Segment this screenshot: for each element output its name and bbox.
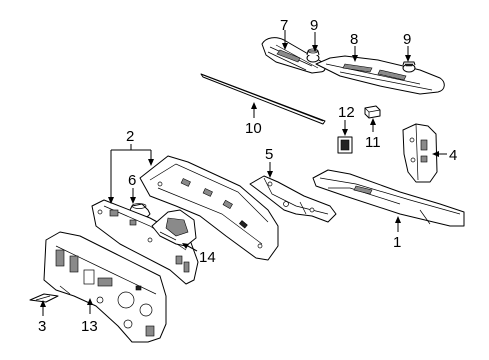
callout-6: 6 xyxy=(128,172,136,189)
plug-left xyxy=(306,48,320,63)
callout-5: 5 xyxy=(265,146,273,163)
plenum-panel xyxy=(139,155,279,261)
cowl-vent-grille-left xyxy=(261,37,326,74)
callout-2: 2 xyxy=(126,128,134,145)
callout-8: 8 xyxy=(350,31,358,48)
callout-13: 13 xyxy=(81,318,98,335)
clip-11 xyxy=(364,105,381,119)
callout-7: 7 xyxy=(280,17,288,34)
callout-10: 10 xyxy=(245,120,262,137)
callout-4: 4 xyxy=(449,147,457,164)
dash-panel xyxy=(43,231,167,343)
callout-9-right: 9 xyxy=(403,31,411,48)
cowl-panel xyxy=(312,169,465,227)
plug-right xyxy=(402,61,416,73)
cowl-vent-grille-right xyxy=(315,55,445,95)
side-bracket xyxy=(402,123,438,183)
callout-14: 14 xyxy=(199,249,216,266)
clip-12 xyxy=(337,136,353,154)
insulator-bracket xyxy=(151,209,197,247)
callout-3: 3 xyxy=(38,318,46,335)
callout-1: 1 xyxy=(393,234,401,251)
callout-9-left: 9 xyxy=(310,17,318,34)
cowl-brace xyxy=(249,175,337,223)
leader-lines xyxy=(40,30,447,316)
callout-12: 12 xyxy=(338,104,355,121)
small-shield xyxy=(29,293,59,303)
callout-11: 11 xyxy=(365,134,381,151)
weatherstrip xyxy=(200,73,326,125)
